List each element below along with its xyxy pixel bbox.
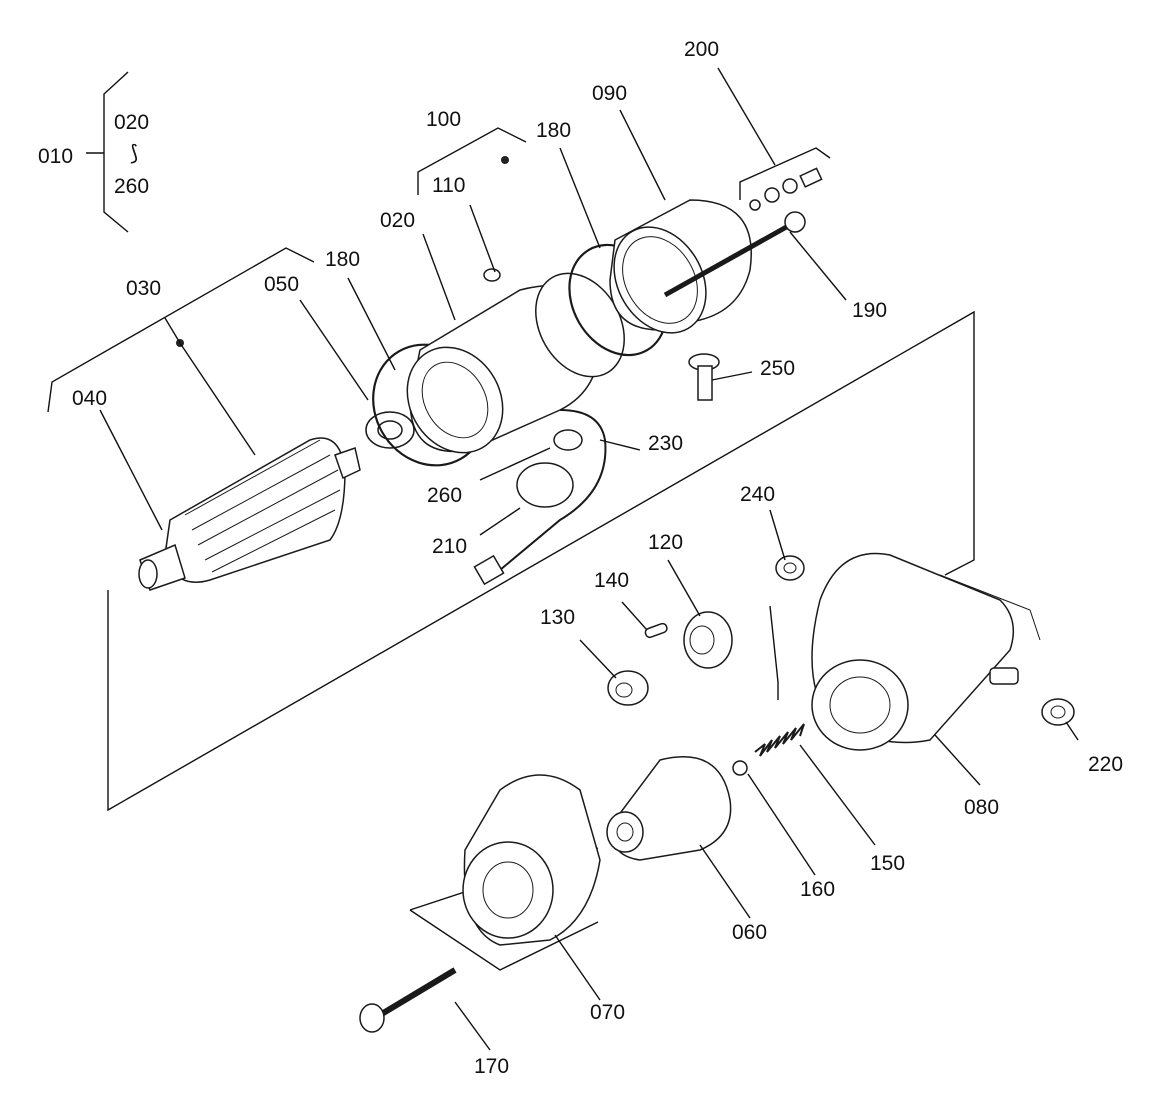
label-040: 040 xyxy=(72,387,107,410)
label-240: 240 xyxy=(740,483,775,506)
retainer-130 xyxy=(607,670,649,706)
label-010: 010 xyxy=(38,145,73,168)
label-050: 050 xyxy=(264,273,299,296)
label-090: 090 xyxy=(592,82,627,105)
bolt-170 xyxy=(359,967,457,1033)
idler-gear-120 xyxy=(683,611,733,669)
label-020-group: 020 xyxy=(114,111,149,134)
drive-housing-070 xyxy=(462,774,601,946)
label-250: 250 xyxy=(760,357,795,380)
label-130: 130 xyxy=(540,606,575,629)
label-190: 190 xyxy=(852,299,887,322)
label-120: 120 xyxy=(648,531,683,554)
label-100: 100 xyxy=(426,108,461,131)
label-080: 080 xyxy=(964,796,999,819)
label-070: 070 xyxy=(590,1001,625,1024)
label-220: 220 xyxy=(1088,753,1123,776)
label-140: 140 xyxy=(594,569,629,592)
label-150: 150 xyxy=(870,852,905,875)
label-020: 020 xyxy=(380,209,415,232)
through-bolt-190 xyxy=(663,211,806,298)
label-210: 210 xyxy=(432,535,467,558)
pin-140 xyxy=(644,622,668,639)
armature-040 xyxy=(138,339,361,591)
ball-160 xyxy=(732,760,748,776)
group-bracket-010 xyxy=(86,71,129,233)
screw-set-200 xyxy=(749,167,823,211)
label-180-left: 180 xyxy=(325,248,360,271)
screw-250 xyxy=(688,353,720,401)
label-range-symbol: ⟆ xyxy=(130,142,138,165)
label-030: 030 xyxy=(126,277,161,300)
label-180-top: 180 xyxy=(536,119,571,142)
label-260-group: 260 xyxy=(114,175,149,198)
label-260: 260 xyxy=(427,484,462,507)
callout-labels: 010 020 ⟆ 260 100 110 180 090 200 020 03… xyxy=(38,38,1123,1078)
label-060: 060 xyxy=(732,921,767,944)
label-170: 170 xyxy=(474,1055,509,1078)
leader-lines xyxy=(99,67,1079,1051)
assembly-brackets xyxy=(47,127,975,971)
spring-150 xyxy=(754,723,805,757)
nut-240 xyxy=(775,555,805,581)
overrunning-clutch-060 xyxy=(606,756,732,861)
label-160: 160 xyxy=(800,878,835,901)
rear-cover-090 xyxy=(609,199,752,334)
lead-wire-230 xyxy=(473,409,607,586)
label-110: 110 xyxy=(432,174,465,197)
magnetic-switch-080 xyxy=(811,552,1041,751)
label-230: 230 xyxy=(648,432,683,455)
label-200: 200 xyxy=(684,38,719,61)
nut-220 xyxy=(1041,698,1075,726)
